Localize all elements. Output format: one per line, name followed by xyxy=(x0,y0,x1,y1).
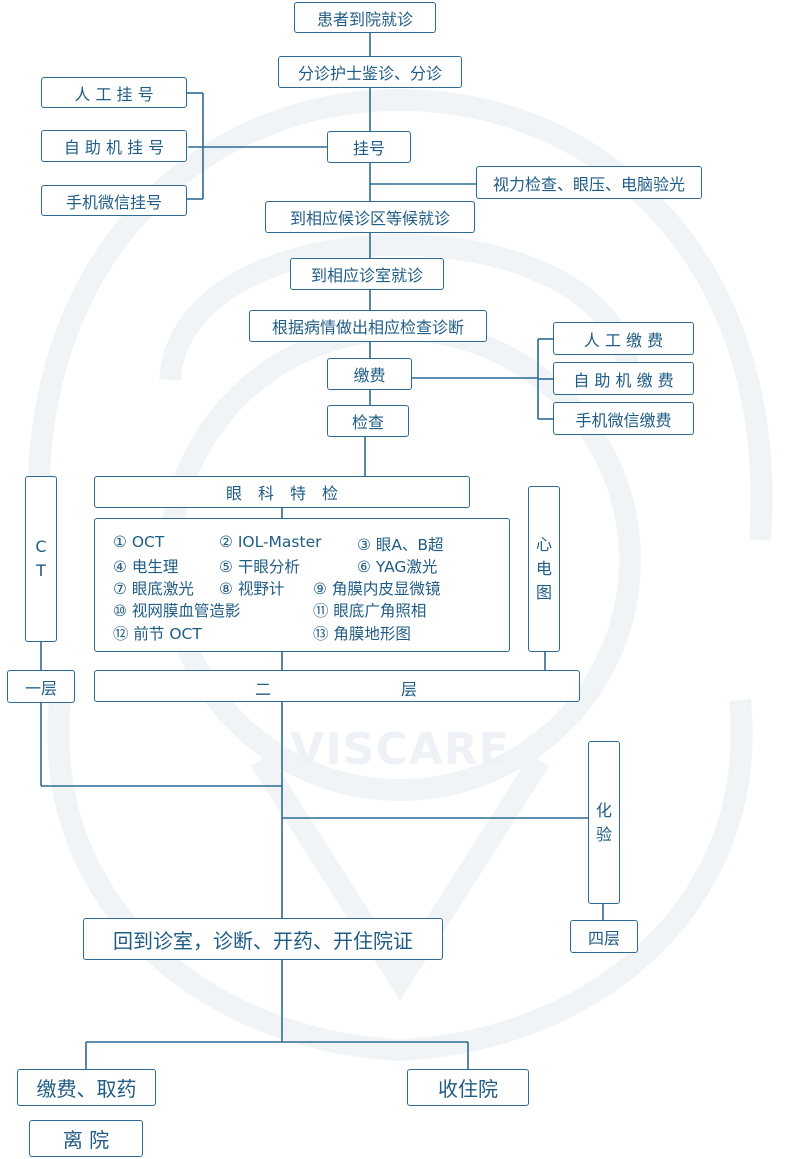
ct-char: T xyxy=(36,561,46,580)
eye-item-yag-laser: ⑥ YAG激光 xyxy=(357,558,438,576)
register-box: 挂号 xyxy=(327,131,411,163)
ct-box: C T xyxy=(25,476,57,642)
eye-item-angiography: ⑩ 视网膜血管造影 xyxy=(113,602,241,620)
arrive-box: 患者到院就诊 xyxy=(294,2,436,33)
pay-box: 缴费 xyxy=(327,358,412,390)
first-floor-box: 一层 xyxy=(7,670,75,703)
eye-item-electrophysiology: ④ 电生理 xyxy=(113,558,179,576)
eye-item-oct: ① OCT xyxy=(113,533,165,551)
clinic-room-box: 到相应诊室就诊 xyxy=(290,258,444,290)
eye-item-specular-microscope: ⑨ 角膜内皮显微镜 xyxy=(313,580,441,598)
eye-special-items-box: ① OCT ② IOL-Master ③ 眼A、B超 ④ 电生理 ⑤ 干眼分析 … xyxy=(94,518,510,652)
pay-medicine-box: 缴费、取药 xyxy=(17,1069,156,1106)
leave-box: 离 院 xyxy=(29,1120,143,1157)
ecg-char: 图 xyxy=(535,583,552,602)
eye-item-fundus-laser: ⑦ 眼底激光 xyxy=(113,580,194,598)
register-manual-box: 人 工 挂 号 xyxy=(41,77,187,108)
lab-char: 化 xyxy=(595,800,612,820)
eye-item-corneal-topography: ⑬ 角膜地形图 xyxy=(313,625,411,643)
ct-char: C xyxy=(35,537,47,556)
triage-box: 分诊护士鉴诊、分诊 xyxy=(278,56,462,88)
exam-box: 检查 xyxy=(327,405,409,437)
admit-box: 收住院 xyxy=(407,1069,529,1106)
lab-box: 化 验 xyxy=(588,741,620,904)
eye-item-ab-ultrasound: ③ 眼A、B超 xyxy=(357,536,444,554)
eye-item-dry-eye: ⑤ 干眼分析 xyxy=(219,558,300,576)
ecg-char: 心 xyxy=(535,535,552,554)
ecg-char: 电 xyxy=(535,559,552,578)
second-floor-right-char: 层 xyxy=(401,680,418,699)
ecg-box: 心 电 图 xyxy=(528,486,560,652)
return-room-box: 回到诊室，诊断、开药、开住院证 xyxy=(83,918,443,960)
eye-item-wide-angle-fundus: ⑪ 眼底广角照相 xyxy=(313,602,427,620)
eye-special-title-box: 眼 科 特 检 xyxy=(94,476,470,508)
eye-item-anterior-oct: ⑫ 前节 OCT xyxy=(113,625,202,643)
register-wechat-box: 手机微信挂号 xyxy=(41,185,187,216)
eye-item-perimeter: ⑧ 视野计 xyxy=(219,580,285,598)
pay-manual-box: 人 工 缴 费 xyxy=(553,322,694,355)
register-kiosk-box: 自 助 机 挂 号 xyxy=(41,130,187,162)
pay-wechat-box: 手机微信缴费 xyxy=(553,402,694,435)
watermark-text: VISCARE xyxy=(290,724,510,775)
exam-order-box: 根据病情做出相应检查诊断 xyxy=(249,310,487,342)
wait-area-box: 到相应候诊区等候就诊 xyxy=(265,201,475,233)
pay-kiosk-box: 自 助 机 缴 费 xyxy=(553,362,694,395)
second-floor-box: 二 层 xyxy=(94,670,580,702)
vision-check-box: 视力检查、眼压、电脑验光 xyxy=(476,166,702,199)
eye-item-iol-master: ② IOL-Master xyxy=(219,533,322,551)
lab-char: 验 xyxy=(595,824,612,844)
second-floor-left-char: 二 xyxy=(255,680,272,699)
fourth-floor-box: 四层 xyxy=(570,920,638,953)
